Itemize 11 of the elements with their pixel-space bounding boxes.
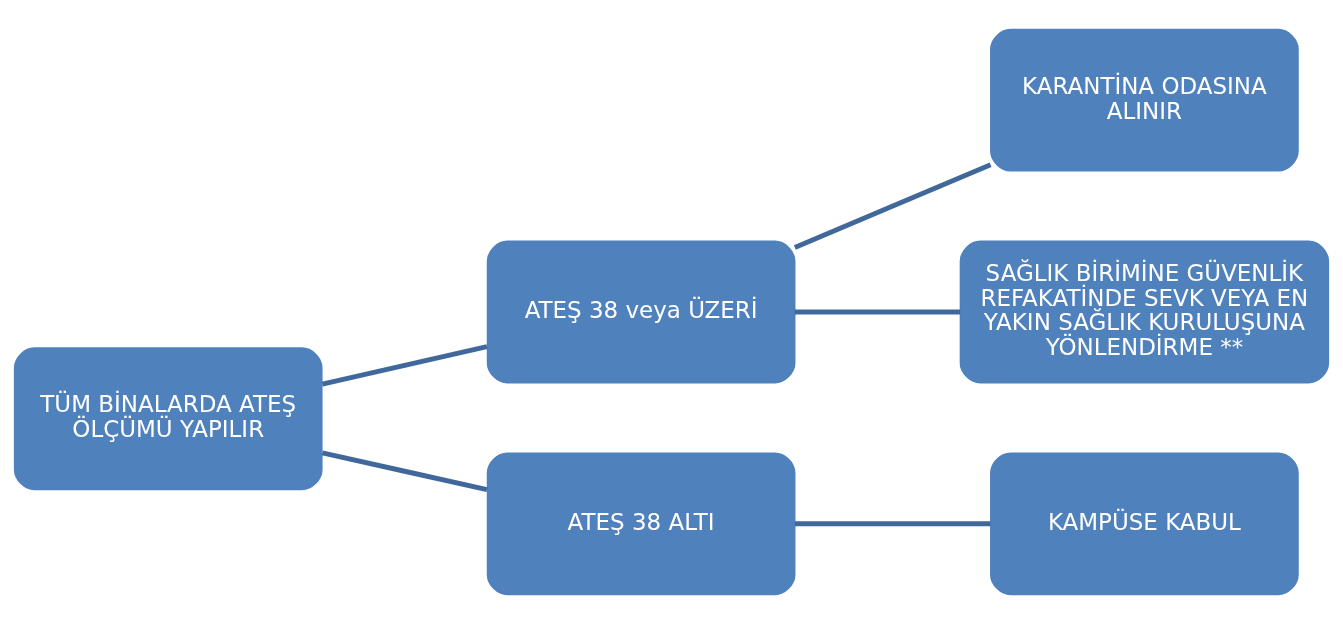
node-box: TÜM BİNALARDA ATEŞ ÖLÇÜMÜ YAPILIR [13, 346, 323, 490]
connector [321, 449, 488, 492]
node-box: KARANTİNA ODASINA ALINIR [990, 28, 1299, 172]
node-box: KAMPÜSE KABUL [990, 451, 1299, 595]
connector [794, 520, 991, 526]
node-box: ATEŞ 38 ALTI [486, 451, 796, 595]
node-box: SAĞLIK BİRİMİNE GÜVENLİK REFAKATİNDE SEVK VEYA EN YAKIN SAĞLIK KURULUŞUNA YÖNLENDİRME ** [959, 240, 1330, 383]
node-box: ATEŞ 38 veya ÜZERİ [486, 240, 796, 383]
connector [793, 161, 992, 250]
connector [321, 343, 488, 386]
connector [794, 309, 961, 314]
